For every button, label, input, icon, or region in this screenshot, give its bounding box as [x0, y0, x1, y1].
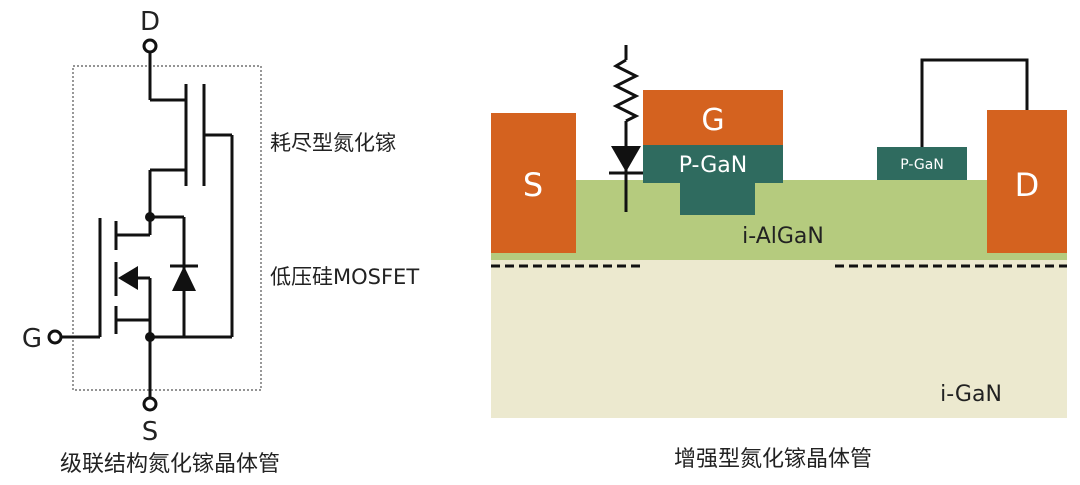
drain-electrode	[987, 110, 1067, 253]
device-cross-section: S G D P-GaN P-GaN i-AlGaN i-GaN	[491, 45, 1067, 418]
emode-caption: 增强型氮化镓晶体管	[674, 447, 872, 472]
gan-label: i-GaN	[940, 382, 1002, 407]
pgan-gate-label: P-GaN	[679, 153, 748, 178]
gate-terminal	[47, 329, 63, 345]
body-diode-symbol	[172, 266, 196, 291]
package-boundary	[72, 65, 262, 391]
gate-resistor-symbol	[612, 58, 640, 123]
mosfet-body-arrow	[118, 266, 138, 290]
cascode-circuit	[60, 52, 262, 398]
pgan-gate	[643, 145, 783, 183]
si-mosfet-label: 低压硅MOSFET	[270, 265, 419, 289]
drain-electrode-label: D	[1015, 166, 1040, 204]
junction-dot-top	[145, 212, 155, 222]
drain-pgan-wire	[920, 58, 1029, 147]
gate-electrode	[643, 90, 783, 145]
junction-dot-bottom	[145, 332, 155, 342]
source-terminal	[142, 396, 158, 412]
source-electrode-label: S	[523, 166, 543, 204]
drain-terminal	[142, 38, 158, 54]
terminal-d-label: D	[140, 7, 160, 37]
algan-label: i-AlGaN	[742, 224, 824, 249]
gan-layer	[491, 258, 1067, 418]
pgan-drain	[877, 147, 967, 180]
pgan-drain-label: P-GaN	[900, 157, 944, 173]
source-electrode	[491, 113, 576, 253]
circuit-symbols	[47, 38, 198, 412]
gate-electrode-label: G	[701, 103, 724, 138]
terminal-s-label: S	[142, 417, 159, 447]
cascode-caption: 级联结构氮化镓晶体管	[60, 452, 280, 477]
terminal-g-label: G	[22, 324, 42, 354]
algan-layer	[491, 180, 1067, 260]
depletion-gan-label: 耗尽型氮化镓	[270, 131, 396, 155]
gate-diode-symbol	[611, 146, 641, 172]
